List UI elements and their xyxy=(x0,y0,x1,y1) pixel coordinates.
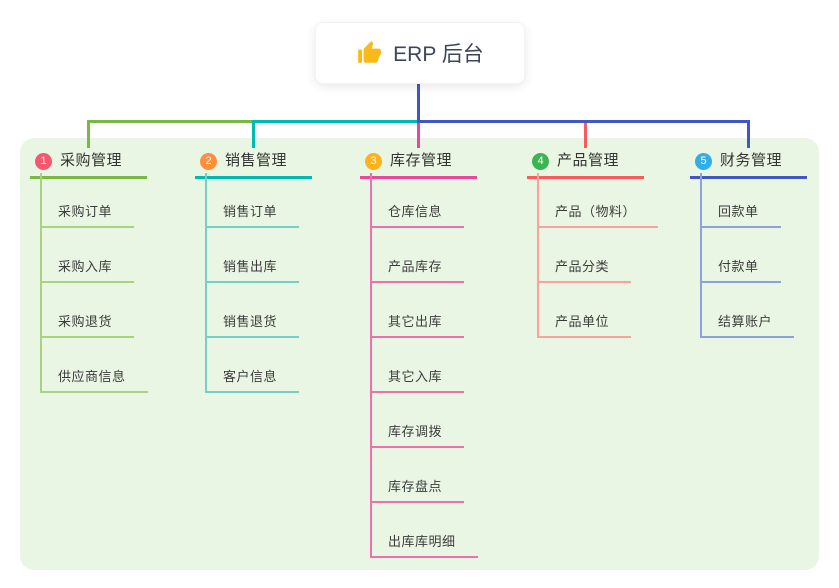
child-node[interactable]: 出库库明细 xyxy=(372,503,478,558)
child-node[interactable]: 采购退货 xyxy=(42,283,135,338)
child-node[interactable]: 销售订单 xyxy=(207,173,300,228)
child-node[interactable]: 供应商信息 xyxy=(42,338,148,393)
child-node[interactable]: 付款单 xyxy=(702,228,781,283)
branch-number-badge: 5 xyxy=(695,152,712,170)
child-node[interactable]: 产品单位 xyxy=(539,283,632,338)
branch-number-badge: 4 xyxy=(532,152,549,170)
branch-header[interactable]: 1 采购管理 xyxy=(30,149,147,179)
branch-header[interactable]: 3 库存管理 xyxy=(360,149,477,179)
branch-header[interactable]: 4 产品管理 xyxy=(527,149,644,179)
branch-child-list: 销售订单销售出库销售退货客户信息 xyxy=(205,173,312,393)
thumbs-up-icon xyxy=(356,40,382,66)
child-node[interactable]: 销售退货 xyxy=(207,283,300,338)
branch-label: 销售管理 xyxy=(225,152,288,169)
branch-child-list: 回款单付款单结算账户 xyxy=(700,173,807,338)
branch: 1 采购管理采购订单采购入库采购退货供应商信息 xyxy=(30,149,148,393)
branch: 2 销售管理销售订单销售出库销售退货客户信息 xyxy=(195,149,312,393)
child-node[interactable]: 仓库信息 xyxy=(372,173,465,228)
branch: 3 库存管理仓库信息产品库存其它出库其它入库库存调拨库存盘点出库库明细 xyxy=(360,149,478,558)
branch-child-list: 产品（物料）产品分类产品单位 xyxy=(537,173,659,338)
branch-label: 财务管理 xyxy=(720,152,783,169)
root-title: ERP 后台 xyxy=(393,43,484,66)
branch-label: 采购管理 xyxy=(60,152,123,169)
branch-label: 库存管理 xyxy=(390,152,453,169)
branch-child-list: 采购订单采购入库采购退货供应商信息 xyxy=(40,173,148,393)
child-node[interactable]: 产品库存 xyxy=(372,228,465,283)
child-node[interactable]: 库存盘点 xyxy=(372,448,465,503)
branch: 4 产品管理产品（物料）产品分类产品单位 xyxy=(527,149,659,338)
branch-number-badge: 2 xyxy=(200,152,217,170)
child-node[interactable]: 回款单 xyxy=(702,173,781,228)
branch-header[interactable]: 5 财务管理 xyxy=(690,149,807,179)
child-node[interactable]: 其它入库 xyxy=(372,338,465,393)
branch-number-badge: 3 xyxy=(365,152,382,170)
child-node[interactable]: 结算账户 xyxy=(702,283,795,338)
branch-number-badge: 1 xyxy=(35,152,52,170)
branches-panel xyxy=(20,138,819,570)
child-node[interactable]: 采购入库 xyxy=(42,228,135,283)
branch-label: 产品管理 xyxy=(557,152,620,169)
branch-header[interactable]: 2 销售管理 xyxy=(195,149,312,179)
child-node[interactable]: 库存调拨 xyxy=(372,393,465,448)
child-node[interactable]: 采购订单 xyxy=(42,173,135,228)
branch: 5 财务管理回款单付款单结算账户 xyxy=(690,149,807,338)
child-node[interactable]: 产品分类 xyxy=(539,228,632,283)
child-node[interactable]: 产品（物料） xyxy=(539,173,659,228)
child-node[interactable]: 其它出库 xyxy=(372,283,465,338)
child-node[interactable]: 销售出库 xyxy=(207,228,300,283)
child-node[interactable]: 客户信息 xyxy=(207,338,300,393)
branch-child-list: 仓库信息产品库存其它出库其它入库库存调拨库存盘点出库库明细 xyxy=(370,173,478,558)
root-node-erp[interactable]: ERP 后台 xyxy=(315,22,525,84)
